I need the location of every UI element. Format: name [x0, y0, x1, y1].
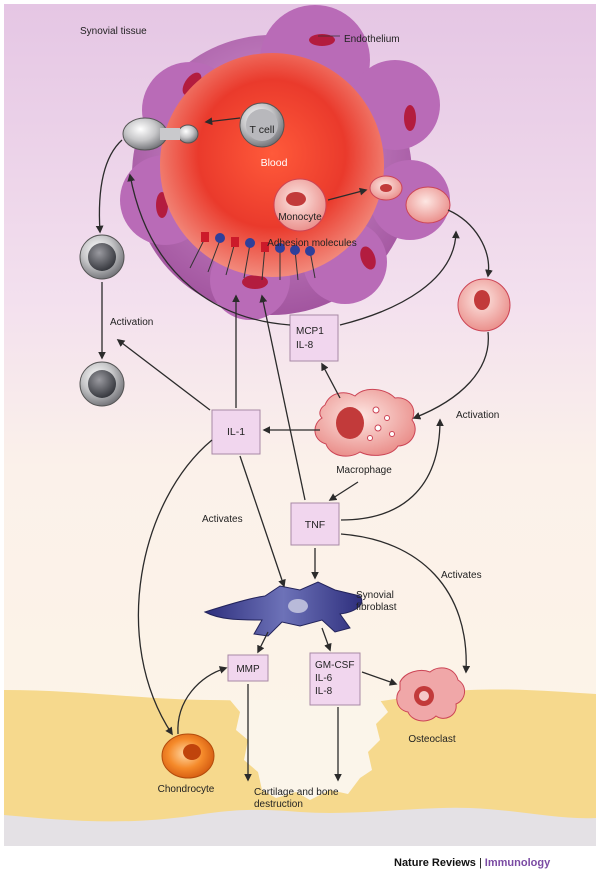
svg-text:MCP1: MCP1	[296, 326, 324, 337]
svg-text:IL-1: IL-1	[227, 426, 245, 438]
credit-separator: |	[478, 857, 482, 869]
synovial-fibroblast-cell	[203, 581, 363, 637]
tnf-box: TNF	[290, 502, 340, 546]
t-cell-lower-left	[79, 361, 125, 407]
t-cell-upper-left	[79, 234, 125, 280]
t-cell-in-vessel	[239, 102, 285, 148]
svg-text:IL-8: IL-8	[296, 340, 314, 351]
activates-label-right: Activates	[441, 570, 482, 581]
svg-text:GM-CSF: GM-CSF	[315, 660, 354, 671]
journal-name: Immunology	[484, 857, 551, 869]
journal-credit: Nature Reviews|Immunology	[394, 857, 550, 869]
erosion-area	[230, 700, 388, 800]
osteoclast-label: Osteoclast	[408, 734, 455, 745]
endothelium-label: Endothelium	[344, 34, 400, 45]
synovial-fibroblast-label-1: Synovial	[356, 590, 394, 601]
pathway-arrows	[95, 117, 493, 782]
macrophage-cell	[314, 389, 416, 457]
activation-label-left: Activation	[110, 317, 153, 328]
t-cell-label: T cell	[250, 124, 275, 136]
macrophage-label: Macrophage	[336, 465, 392, 476]
publisher-name: Nature Reviews	[394, 857, 476, 869]
destruction-label-2: destruction	[254, 799, 303, 810]
monocyte-in-tissue	[457, 278, 511, 332]
blood-label: Blood	[261, 157, 288, 169]
chondrocyte-label: Chondrocyte	[158, 784, 215, 795]
chondrocyte-cell	[161, 733, 215, 779]
destruction-label-1: Cartilage and bone	[254, 787, 339, 798]
monocyte-in-vessel	[273, 178, 327, 232]
monocyte-transmigrating	[369, 175, 451, 224]
activation-label-right: Activation	[456, 410, 499, 421]
svg-text:TNF: TNF	[305, 519, 325, 531]
svg-text:MMP: MMP	[236, 664, 260, 675]
il1-box: IL-1	[211, 409, 261, 455]
bone-layer	[4, 807, 596, 846]
adhesion-molecules-label: Adhesion molecules	[267, 238, 357, 249]
adhesion-molecules	[189, 232, 316, 281]
t-cell-transmigrating	[122, 117, 199, 151]
monocyte-label: Monocyte	[278, 212, 322, 223]
synovial-fibroblast-label-2: fibroblast	[356, 602, 397, 613]
mmp-box: MMP	[227, 654, 269, 682]
osteoclast-cell	[396, 667, 465, 722]
synovial-tissue-label: Synovial tissue	[80, 26, 147, 37]
gmcsf-il6-il8-box: GM-CSF IL-6 IL-8	[309, 652, 361, 706]
blood-lumen	[160, 53, 384, 277]
mcp1-il8-box: MCP1 IL-8	[289, 314, 339, 362]
svg-text:IL-6: IL-6	[315, 673, 333, 684]
activates-label-left: Activates	[202, 514, 243, 525]
svg-text:IL-8: IL-8	[315, 686, 333, 697]
